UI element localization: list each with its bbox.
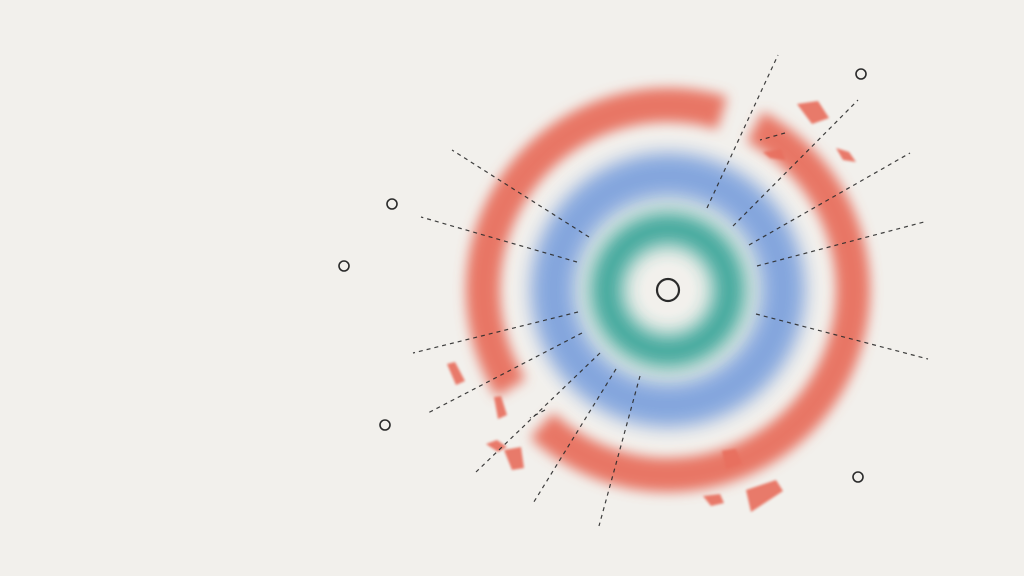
dashed-ray-14 <box>529 409 546 419</box>
outer-ring <box>466 88 870 492</box>
fragments-layer <box>447 101 856 512</box>
ring-fragment-7 <box>504 447 524 470</box>
ring-fragment-3 <box>836 148 856 162</box>
ring-fragment-10 <box>722 449 742 469</box>
rays-layer <box>412 54 929 527</box>
dashed-ray-11 <box>531 368 617 506</box>
ring-fragment-2 <box>763 149 786 160</box>
center-marker <box>655 277 681 303</box>
satellite-marker-4 <box>379 419 391 431</box>
satellite-marker-3 <box>338 260 350 272</box>
dashed-ray-3 <box>748 152 911 246</box>
middle-ring <box>531 153 805 427</box>
satellite-marker-1 <box>855 68 867 80</box>
outer-ring-segment-1 <box>530 111 870 492</box>
dashed-ray-2 <box>732 99 859 227</box>
markers-layer <box>338 68 867 483</box>
ring-fragment-9 <box>746 480 783 512</box>
rings-layer <box>466 88 870 492</box>
ring-fragment-6 <box>486 440 507 452</box>
dashed-ray-9 <box>425 332 583 415</box>
ring-fragment-1 <box>797 101 829 124</box>
ring-fragment-4 <box>447 362 465 385</box>
dashed-ray-6 <box>451 149 590 238</box>
dashed-ray-5 <box>755 313 929 360</box>
satellite-marker-5 <box>852 471 864 483</box>
inner-ring <box>590 212 746 368</box>
dashed-ray-7 <box>420 216 578 263</box>
dashed-ray-12 <box>598 375 641 527</box>
outer-ring-segment-2 <box>466 88 728 397</box>
ring-fragment-8 <box>703 494 724 506</box>
satellite-marker-2 <box>386 198 398 210</box>
ring-fragment-5 <box>494 396 507 419</box>
